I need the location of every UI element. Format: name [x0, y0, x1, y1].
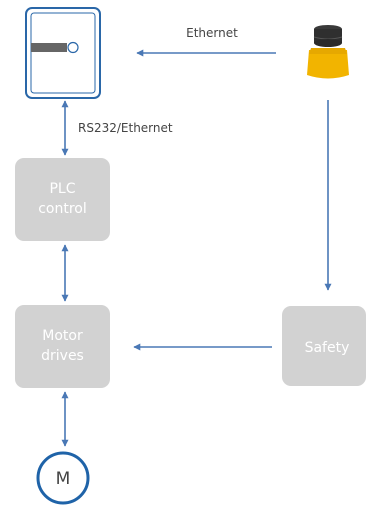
safety-label: Safety [305, 340, 350, 356]
plc-label-line2: control [38, 201, 87, 217]
safety-box: Safety [282, 306, 366, 386]
motor-label-line2: drives [41, 348, 84, 364]
motor-label-line1: Motor [42, 328, 83, 344]
plc-label-line1: PLC [49, 181, 75, 197]
motor-symbol: M [36, 451, 90, 505]
yellow-sensor-icon [307, 25, 349, 79]
ethernet-label: Ethernet [186, 26, 238, 40]
motor-symbol-label: M [56, 469, 71, 489]
plc-control-box: PLC control [15, 158, 110, 241]
rs232-ethernet-label: RS232/Ethernet [78, 121, 173, 135]
safety-controller-icon [25, 7, 101, 99]
motor-drives-box: Motor drives [15, 305, 110, 388]
